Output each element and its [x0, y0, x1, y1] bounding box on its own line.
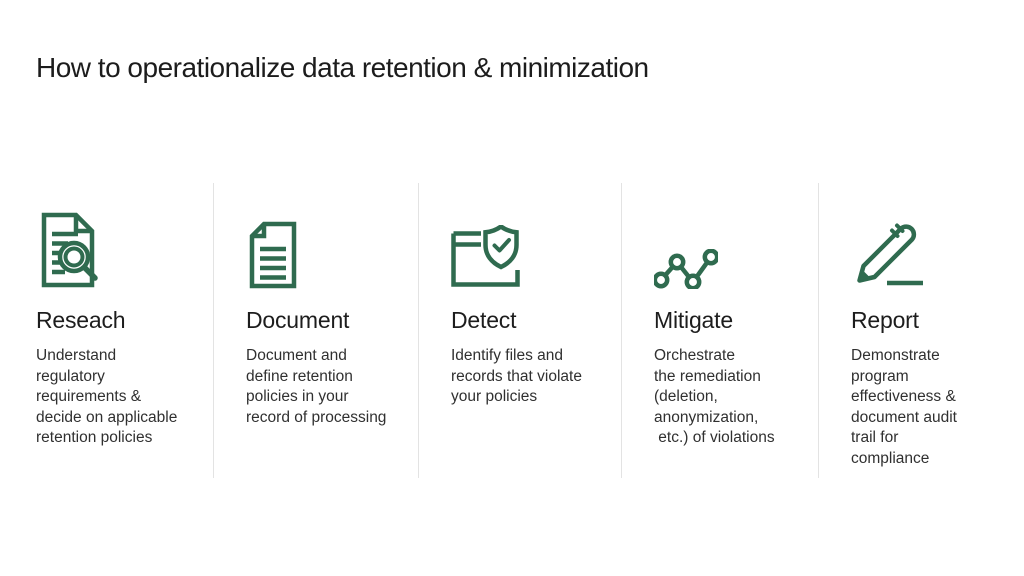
document-magnifier-icon	[36, 209, 205, 289]
step-heading: Reseach	[36, 307, 126, 333]
step-column-mitigate: Mitigate Orchestrate the remediation (de…	[621, 183, 818, 478]
step-heading: Report	[851, 307, 919, 333]
step-description: Document and define retention policies i…	[246, 347, 387, 426]
folder-shield-check-icon	[451, 209, 613, 289]
step-heading: Document	[246, 307, 350, 333]
step-description: Orchestrate the remediation (deletion, a…	[654, 347, 775, 446]
step-column-document: Document Document and define retention p…	[213, 183, 418, 478]
step-column-reseach: Reseach Understand regulatory requiremen…	[36, 183, 213, 478]
page-title: How to operationalize data retention & m…	[36, 52, 649, 83]
step-description: Understand regulatory requirements & dec…	[36, 347, 178, 446]
pencil-underline-icon	[851, 209, 980, 289]
step-heading: Mitigate	[654, 307, 733, 333]
step-column-report: Report Demonstrate program effectiveness…	[818, 183, 988, 478]
line-graph-nodes-icon	[654, 209, 810, 289]
step-description: Identify files and records that violate …	[451, 347, 582, 405]
step-description: Demonstrate program effectiveness & docu…	[851, 347, 957, 467]
document-lines-icon	[246, 209, 410, 289]
steps-row: Reseach Understand regulatory requiremen…	[36, 183, 988, 478]
step-heading: Detect	[451, 307, 517, 333]
step-column-detect: Detect Identify files and records that v…	[418, 183, 621, 478]
